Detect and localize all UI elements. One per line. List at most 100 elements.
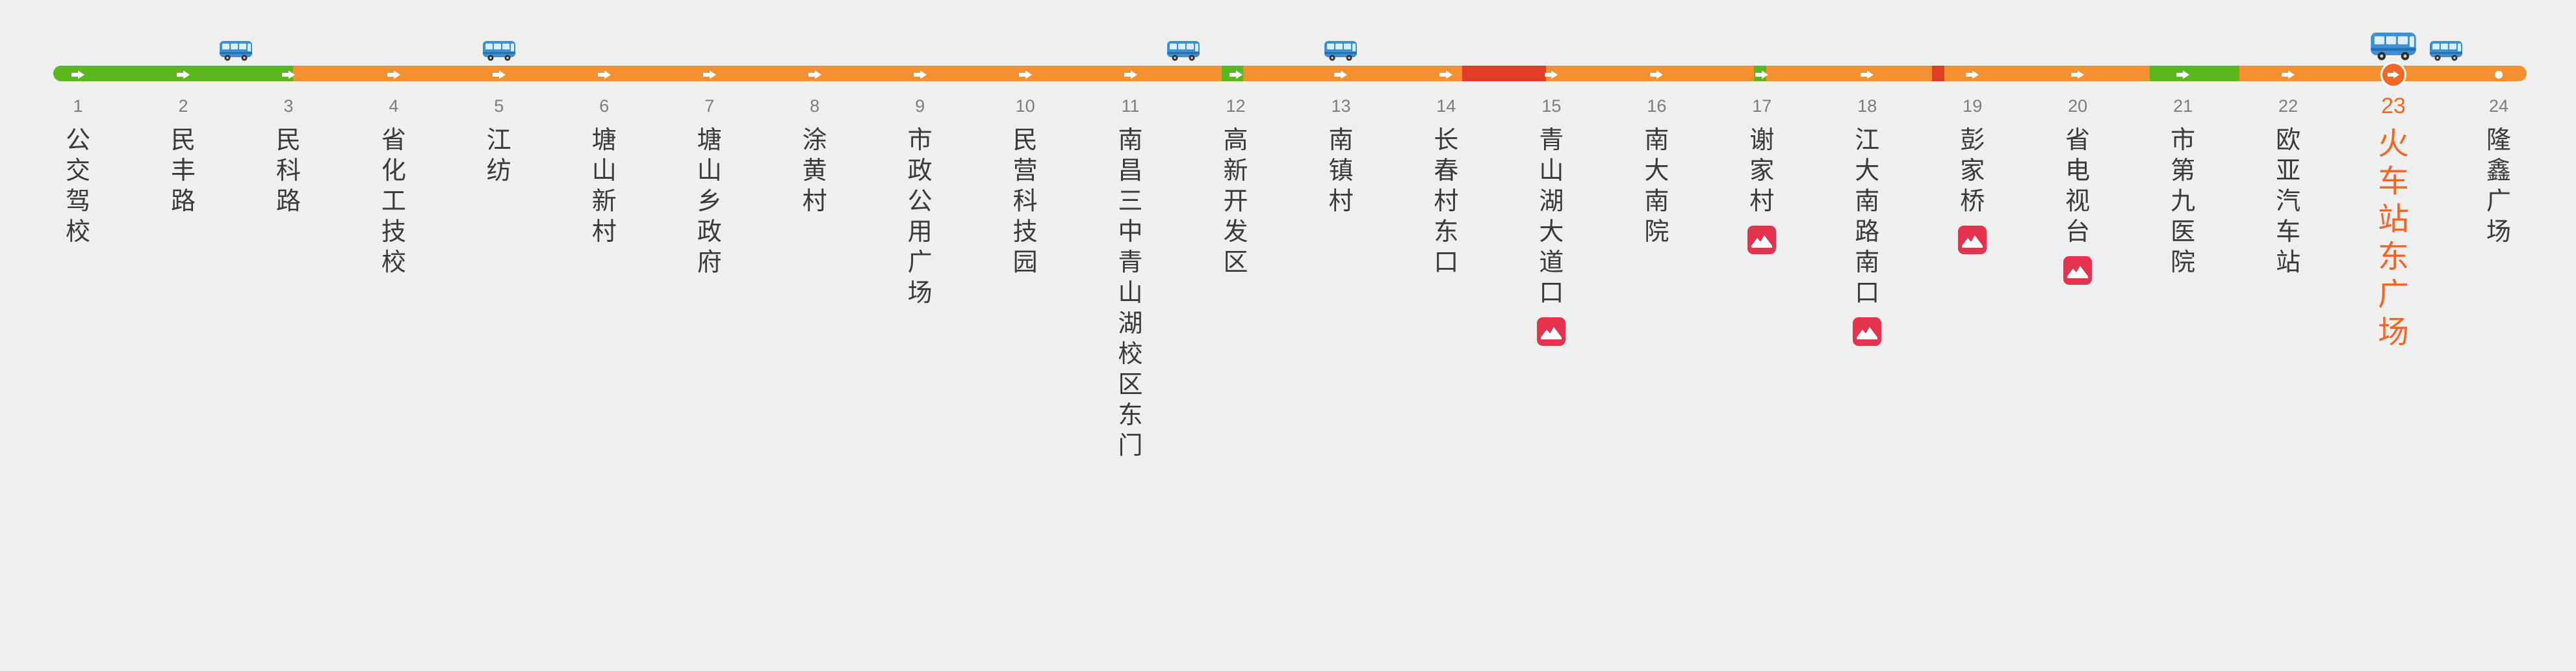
station-name-text: 省电视台 [2065,125,2091,246]
station-number: 13 [1331,96,1351,116]
station-name: 南大南院 [1636,125,1677,247]
station-name: 省化工技校 [373,125,415,278]
station-number: 16 [1647,96,1667,116]
arrow-right-icon [1650,70,1664,79]
metro-icon[interactable] [1853,317,1882,346]
station-number: 11 [1121,96,1140,116]
arrow-right-icon [1124,70,1137,79]
station-number: 15 [1541,96,1562,116]
station-name: 长春村东口 [1425,125,1467,278]
bus-icon[interactable] [2428,39,2464,62]
metro-icon[interactable] [1537,317,1566,346]
station-name-text: 欧亚汽车站 [2276,125,2301,276]
station-name: 彭家桥 [1951,125,1993,254]
station-number: 20 [2068,96,2088,116]
station-name: 火车站东广场 [2370,125,2417,351]
arrow-right-icon [1334,70,1348,79]
arrow-right-icon [808,70,821,79]
current-station-marker [2382,64,2405,86]
station-name: 塘山新村 [584,125,625,247]
station-name: 隆鑫广场 [2478,125,2519,247]
arrow-right-icon [1966,70,1979,79]
station-name: 欧亚汽车站 [2267,125,2309,278]
station-name-text: 南大南院 [1644,125,1669,246]
metro-icon[interactable] [1958,226,1987,254]
station-name-text: 江大南路南口 [1855,125,1880,307]
station-number: 23 [2381,94,2406,118]
station-name: 民营科技园 [1005,125,1046,278]
station-name: 公交驾校 [57,125,99,247]
traffic-segment-red [1462,66,1546,81]
station-name: 高新开发区 [1215,125,1257,278]
station-name: 市政公用广场 [899,125,941,308]
arrow-right-icon [2071,70,2085,79]
arrow-right-icon [1755,70,1769,79]
station-name-text: 火车站东广场 [2378,125,2410,350]
station-number: 9 [915,96,925,116]
traffic-segment-red [1931,66,1944,81]
station-name: 市第九医院 [2162,125,2204,278]
arrow-right-icon [281,70,295,79]
metro-icon[interactable] [1747,226,1777,254]
station-name: 塘山乡政府 [689,125,730,278]
station-number: 12 [1226,96,1246,116]
traffic-segment-green [141,66,294,81]
bus-icon[interactable] [482,39,517,62]
station-name-text: 塘山乡政府 [697,125,722,276]
arrow-right-icon [597,70,611,79]
traffic-segment-green [2149,66,2240,81]
station-name-text: 涂黄村 [802,125,827,215]
station-number: 4 [389,96,399,116]
station-name: 省电视台 [2057,125,2098,285]
arrow-right-icon [1545,70,1558,79]
station-number: 24 [2488,96,2509,116]
station-name-text: 隆鑫广场 [2486,125,2511,246]
station-number: 5 [494,96,504,116]
arrow-right-icon [913,70,927,79]
arrow-right-icon [387,70,400,79]
station-number: 18 [1857,96,1877,116]
station-name-text: 市政公用广场 [907,125,933,307]
station-name: 青山湖大道口 [1530,125,1572,346]
traffic-segment-green [53,66,140,81]
station-number: 2 [178,96,188,116]
station-name: 南镇村 [1320,125,1361,217]
bus-icon[interactable] [1323,39,1358,62]
station-number: 10 [1015,96,1035,116]
station-number: 14 [1436,96,1456,116]
end-dot-icon [2495,71,2503,79]
station-name: 江大南路南口 [1846,125,1888,346]
station-number: 1 [73,96,83,116]
station-name-text: 高新开发区 [1223,125,1248,276]
station-name-text: 谢家村 [1749,125,1775,215]
station-number: 8 [810,96,820,116]
arrow-right-icon [176,70,190,79]
arrow-right-icon [2387,71,2400,79]
arrow-right-icon [2176,70,2190,79]
arrow-right-icon [71,70,84,79]
station-number: 21 [2173,96,2193,116]
metro-icon[interactable] [2063,256,2093,285]
station-name: 民丰路 [162,125,204,217]
bus-icon[interactable] [218,39,253,62]
station-name-text: 彭家桥 [1960,125,1985,215]
station-name-text: 塘山新村 [591,125,617,246]
station-name-text: 民科路 [276,125,301,215]
station-name: 江纺 [478,125,520,186]
station-name-text: 青山湖大道口 [1539,125,1564,307]
station-number: 22 [2278,96,2299,116]
station-name: 南昌三中青山湖校区东门 [1110,125,1152,461]
bus-icon[interactable] [1166,39,1201,62]
station-number: 3 [283,96,294,116]
station-name-text: 民丰路 [170,125,196,215]
arrow-right-icon [1018,70,1032,79]
station-name-text: 省化工技校 [381,125,406,276]
bus-icon[interactable] [2369,30,2418,62]
station-name-text: 南镇村 [1328,125,1354,215]
arrow-right-icon [492,70,506,79]
arrow-right-icon [1229,70,1243,79]
traffic-segment-green [140,66,142,81]
station-name: 谢家村 [1741,125,1783,254]
station-name-text: 公交驾校 [65,125,90,246]
